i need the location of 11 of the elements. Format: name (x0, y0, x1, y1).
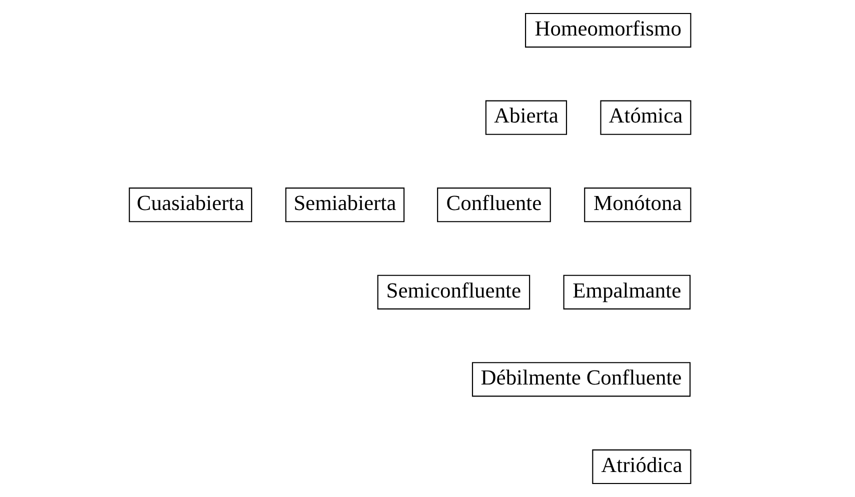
node-box: Empalmante (563, 274, 691, 310)
node-box: Semiabierta (285, 188, 405, 222)
node-box: Atómica (600, 100, 692, 135)
node-box: Monótona (584, 188, 692, 222)
node-box: Semiconfluente (377, 274, 530, 310)
node-box: Débilmente Confluente (472, 362, 691, 397)
node-box: Confluente (437, 188, 551, 222)
node-box: Homeomorfismo (525, 12, 692, 48)
node-box: Cuasiabierta (128, 188, 252, 222)
node-box: Atriódica (592, 449, 692, 484)
node-box: Abierta (485, 100, 568, 135)
